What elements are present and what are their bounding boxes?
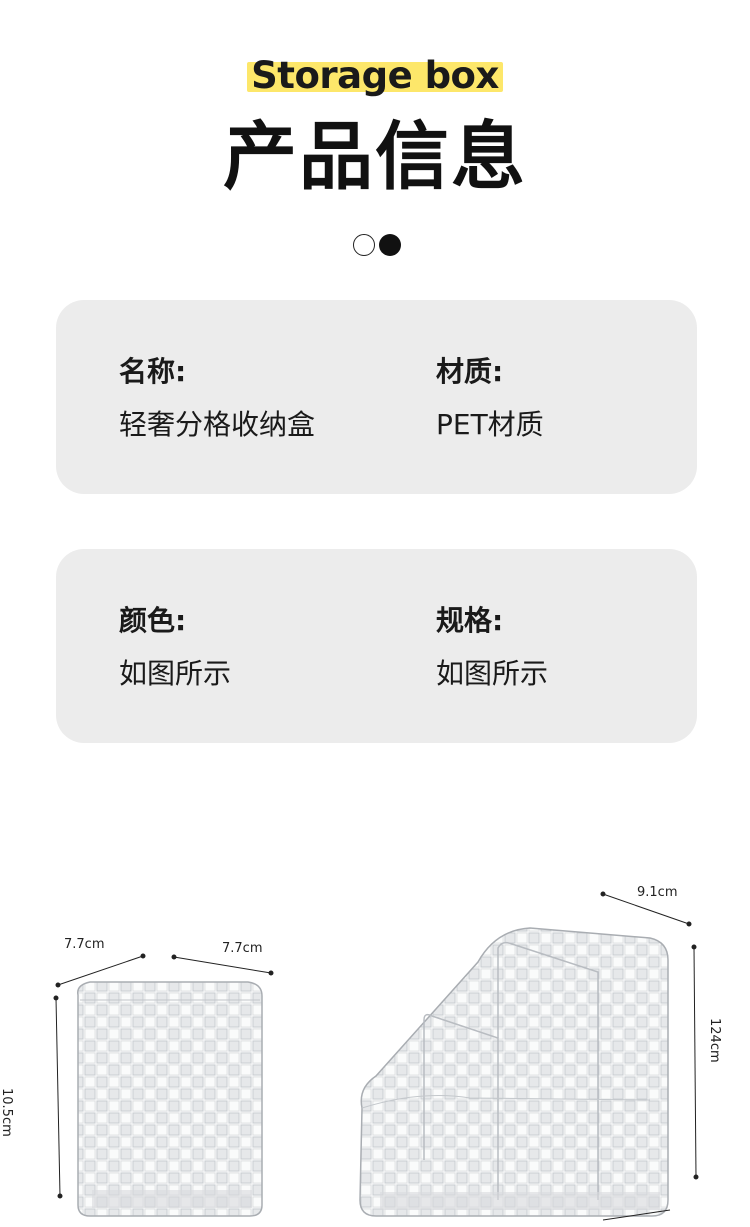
subtitle-wrap: Storage box: [0, 52, 750, 100]
square-box: [77, 981, 263, 1217]
subtitle-text: Storage box: [251, 54, 499, 97]
square-box-width-label: 7.7cm: [64, 937, 105, 952]
subtitle-highlight: [247, 62, 503, 92]
field-name-value: 轻奢分格收纳盒: [119, 408, 316, 441]
pager-dot-inactive[interactable]: [353, 234, 375, 256]
square-box-height-label: 10.5cm: [0, 1088, 14, 1137]
page-title: 产品信息: [223, 114, 527, 200]
product-illustration: 7.7cm 7.7cm 10.5cm 9.1cm 124cm: [0, 860, 750, 1223]
pager-dots: [353, 234, 403, 258]
divided-box-depth-label: 9.1cm: [637, 885, 678, 900]
field-spec-value: 如图所示: [436, 657, 549, 690]
product-drawing: [53, 891, 699, 1221]
divided-box: [359, 927, 669, 1217]
info-card-2: 颜色: 如图所示 规格: 如图所示: [56, 549, 697, 743]
square-box-depth-label: 7.7cm: [222, 941, 263, 956]
square-box-dimensions: [53, 953, 274, 1199]
divided-box-height-label: 124cm: [707, 1018, 722, 1063]
field-spec-label: 规格:: [436, 604, 504, 637]
field-color-label: 颜色:: [119, 604, 187, 637]
subtitle: Storage box: [247, 52, 503, 100]
info-card-1: 名称: 轻奢分格收纳盒 材质: PET材质: [56, 300, 697, 494]
divided-box-dimensions: [600, 891, 699, 1221]
field-color-value: 如图所示: [119, 657, 232, 690]
field-name-label: 名称:: [119, 355, 187, 388]
pager-dot-active[interactable]: [379, 234, 401, 256]
field-material-value: PET材质: [436, 408, 544, 441]
field-material-label: 材质:: [436, 355, 504, 388]
